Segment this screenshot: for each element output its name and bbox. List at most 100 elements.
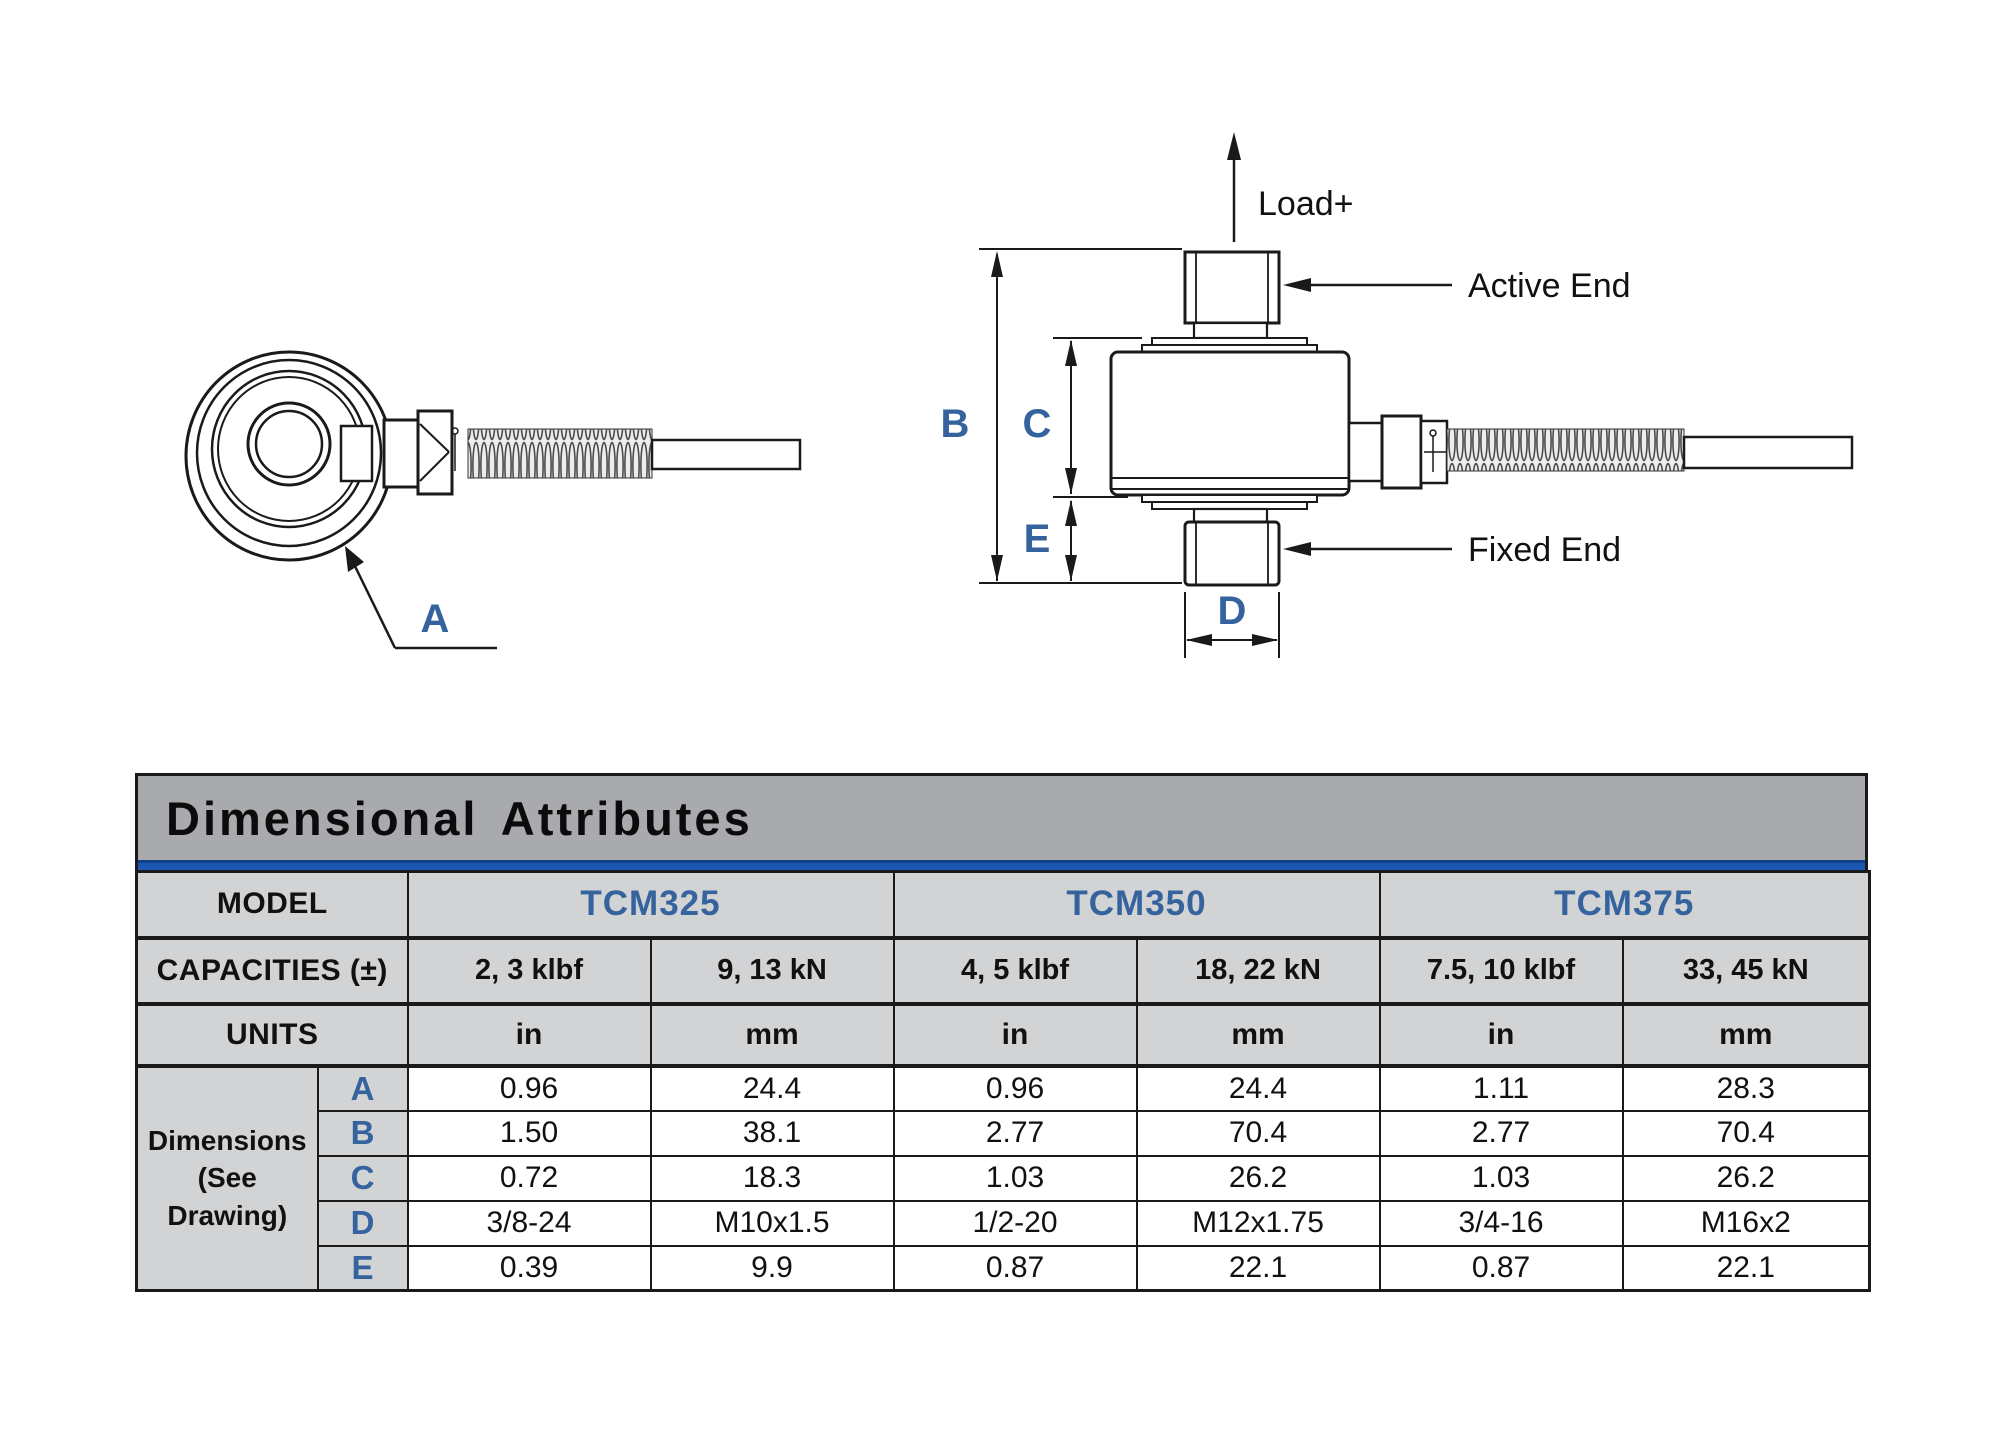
capacity-cell: 33, 45 kN xyxy=(1621,936,1871,1006)
value-cell: 1/2-20 xyxy=(892,1199,1138,1247)
front-cable-rod xyxy=(650,438,802,471)
front-center-hole-outer xyxy=(246,401,332,487)
front-ring-4 xyxy=(217,376,361,522)
side-bottom-neck xyxy=(1192,507,1269,524)
technical-drawing: A xyxy=(184,132,1854,658)
value-cell: 0.39 xyxy=(406,1244,652,1292)
value-cell: 3/4-16 xyxy=(1378,1199,1624,1247)
value-cell: M10x1.5 xyxy=(649,1199,895,1247)
side-cable-boss xyxy=(1347,421,1384,483)
dim-e-arrow-top xyxy=(1065,500,1077,526)
load-label: Load+ xyxy=(1258,185,1354,223)
load-arrowhead xyxy=(1227,132,1241,160)
front-clamp-block xyxy=(339,424,374,483)
value-cell: 1.03 xyxy=(892,1154,1138,1202)
dim-d-extensions xyxy=(1184,592,1280,658)
value-cell: 22.1 xyxy=(1621,1244,1871,1292)
dim-c-arrow-top xyxy=(1065,340,1077,366)
capacity-cell: 9, 13 kN xyxy=(649,936,895,1006)
model-tcm350: TCM350 xyxy=(892,870,1381,940)
front-ring-2 xyxy=(195,358,383,548)
front-center-hole-inner xyxy=(254,409,324,479)
dim-a-arrowhead xyxy=(345,546,364,572)
front-gland-2 xyxy=(416,409,454,496)
value-cell: M12x1.75 xyxy=(1135,1199,1381,1247)
value-cell: 1.50 xyxy=(406,1109,652,1157)
value-cell: 26.2 xyxy=(1621,1154,1871,1202)
active-end-arrowhead xyxy=(1283,278,1311,292)
side-view xyxy=(979,132,1854,658)
dim-e-arrow-bottom xyxy=(1065,555,1077,581)
value-cell: 3/8-24 xyxy=(406,1199,652,1247)
unit-cell: in xyxy=(406,1002,652,1068)
dim-label-a: A xyxy=(316,1064,409,1112)
side-body xyxy=(1109,350,1351,497)
capacity-cell: 2, 3 klbf xyxy=(406,936,652,1006)
dim-c-arrow-bottom xyxy=(1065,468,1077,494)
value-cell: 2.77 xyxy=(892,1109,1138,1157)
model-row: MODEL TCM325 TCM350 TCM375 xyxy=(135,870,1871,940)
dim-label-d: D xyxy=(316,1199,409,1247)
front-view xyxy=(184,350,802,650)
dim-a-label: A xyxy=(421,597,450,641)
dim-c-extensions xyxy=(1053,337,1142,498)
dim-b-extensions xyxy=(979,248,1182,584)
capacities-row: CAPACITIES (±) 2, 3 klbf 9, 13 kN 4, 5 k… xyxy=(135,936,1871,1006)
dimension-row-a: Dimensions (See Drawing) A 0.96 24.4 0.9… xyxy=(135,1064,1871,1292)
value-cell: 0.96 xyxy=(892,1064,1138,1112)
dimensions-header-cell: Dimensions (See Drawing) xyxy=(135,1064,319,1292)
side-top-neck xyxy=(1192,321,1269,340)
dimensional-attributes-table: MODEL TCM325 TCM350 TCM375 CAPACITIES (±… xyxy=(135,870,1872,1292)
front-collet-lines xyxy=(419,423,450,482)
dim-d-arrow-left xyxy=(1186,634,1212,646)
dim-b-arrow-top xyxy=(991,251,1003,277)
dim-c-label: C xyxy=(1023,402,1052,446)
dimension-row-b: B 1.50 38.1 2.77 70.4 2.77 70.4 xyxy=(137,1109,1871,1157)
model-header-cell: MODEL xyxy=(135,870,409,940)
side-bottom-stud xyxy=(1183,520,1281,587)
dim-d-label: D xyxy=(1218,589,1247,633)
front-cable-coil xyxy=(467,428,653,479)
dim-label-b: B xyxy=(316,1109,409,1157)
model-tcm325: TCM325 xyxy=(406,870,895,940)
dim-e-label: E xyxy=(1024,517,1051,561)
value-cell: 24.4 xyxy=(1135,1064,1381,1112)
dim-b-label: B xyxy=(941,402,970,446)
dimension-row-c: C 0.72 18.3 1.03 26.2 1.03 26.2 xyxy=(137,1154,1871,1202)
value-cell: 0.87 xyxy=(1378,1244,1624,1292)
dim-b-arrow-bottom xyxy=(991,555,1003,581)
dim-a-leader xyxy=(348,555,497,650)
side-top-flange-1 xyxy=(1151,337,1308,346)
value-cell: 1.03 xyxy=(1378,1154,1624,1202)
side-top-stud-chamfers xyxy=(1195,252,1269,323)
dimension-row-e: E 0.39 9.9 0.87 22.1 0.87 22.1 xyxy=(137,1244,1871,1292)
value-cell: 38.1 xyxy=(649,1109,895,1157)
value-cell: 70.4 xyxy=(1135,1109,1381,1157)
side-body-lines xyxy=(1111,477,1349,490)
value-cell: 24.4 xyxy=(649,1064,895,1112)
value-cell: 70.4 xyxy=(1621,1109,1871,1157)
value-cell: 0.72 xyxy=(406,1154,652,1202)
value-cell: 28.3 xyxy=(1621,1064,1871,1112)
value-cell: 0.96 xyxy=(406,1064,652,1112)
units-row: UNITS in mm in mm in mm xyxy=(135,1002,1871,1068)
side-bottom-flange-1 xyxy=(1141,494,1318,503)
fixed-end-arrowhead xyxy=(1283,542,1311,556)
dim-label-c: C xyxy=(316,1154,409,1202)
active-end-label: Active End xyxy=(1468,267,1631,305)
side-cable-gland xyxy=(1380,414,1423,490)
fixed-end-label: Fixed End xyxy=(1468,531,1621,569)
side-cable-rod xyxy=(1682,435,1854,470)
table-title: Dimensional Attributes xyxy=(135,773,1868,860)
dimensional-attributes-section: Dimensional Attributes MODEL TCM325 TCM3… xyxy=(135,773,1872,1292)
front-gland-1 xyxy=(382,418,420,489)
side-bottom-stud-chamfers xyxy=(1195,522,1269,585)
value-cell: 0.87 xyxy=(892,1244,1138,1292)
unit-cell: in xyxy=(892,1002,1138,1068)
value-cell: M16x2 xyxy=(1621,1199,1871,1247)
value-cell: 2.77 xyxy=(1378,1109,1624,1157)
value-cell: 26.2 xyxy=(1135,1154,1381,1202)
blue-divider xyxy=(135,860,1868,870)
value-cell: 1.11 xyxy=(1378,1064,1624,1112)
